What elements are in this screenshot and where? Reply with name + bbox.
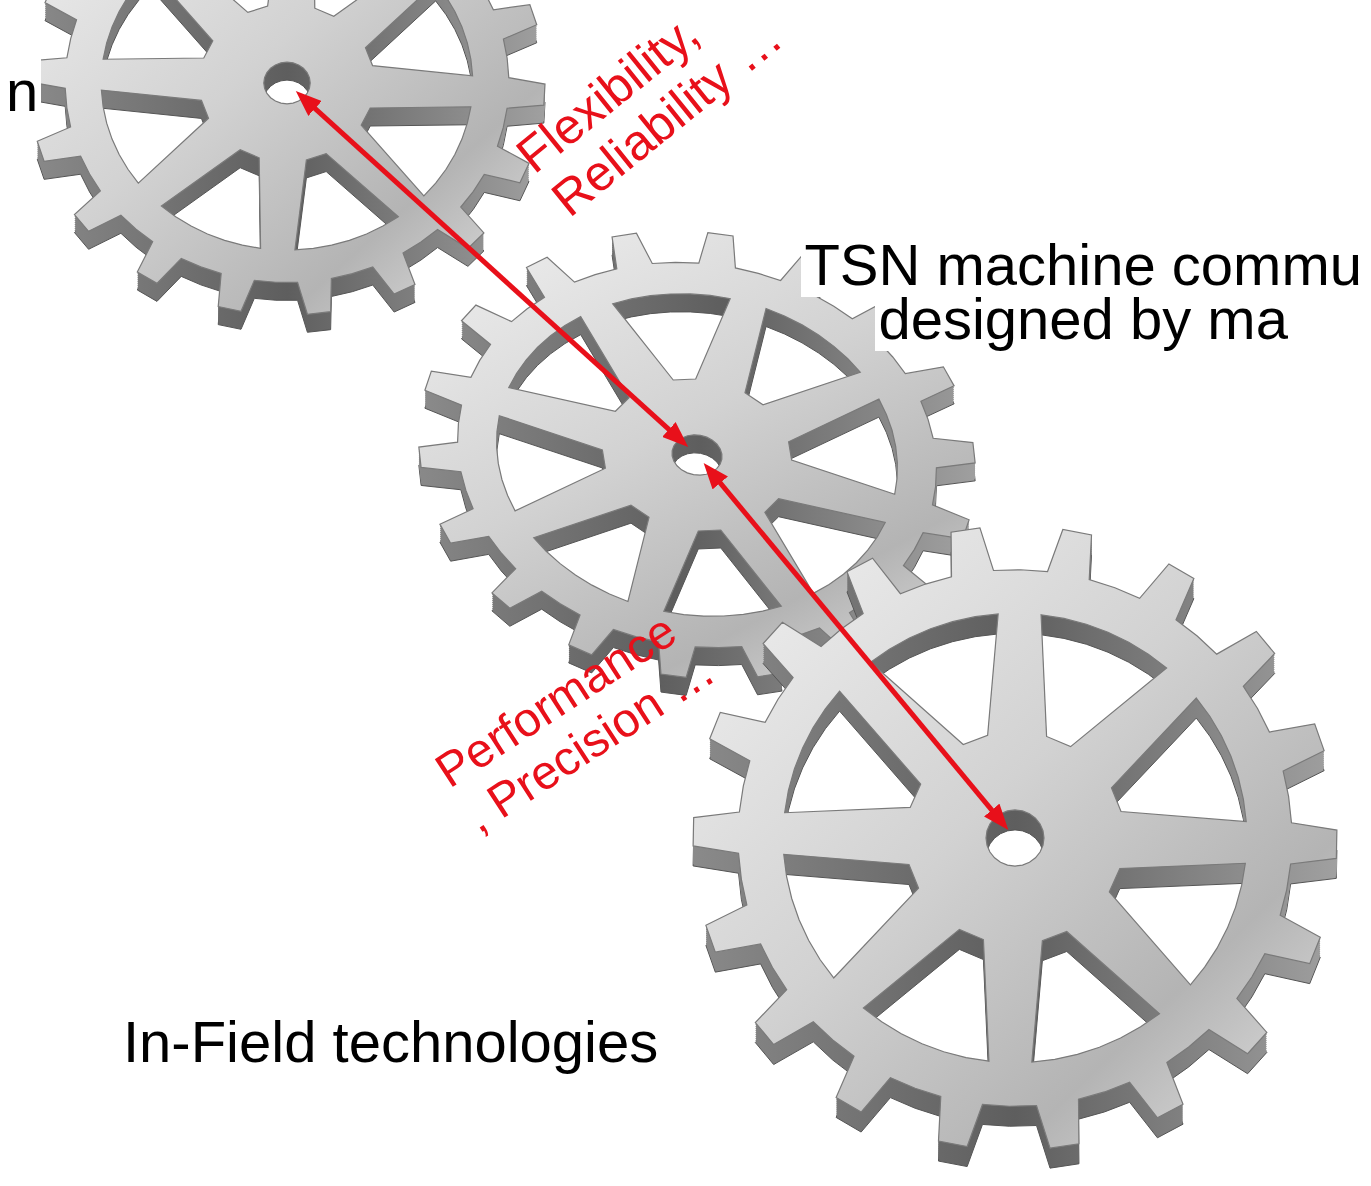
gear-caption-frame: TSN machine commu designed by ma — [798, 238, 1368, 346]
gear-set — [29, 0, 1337, 1168]
gear-caption: TSN machine commu designed by ma — [801, 232, 1365, 351]
double-arrow — [718, 480, 995, 813]
gear-caption-frame: In-Field technologies — [120, 1015, 661, 1069]
gear-wheel — [693, 528, 1337, 1168]
edge-label-frame: Performance , Precision … — [426, 592, 732, 843]
edge-label-frame: Flexibility, Reliability … — [506, 0, 810, 227]
gear-face — [29, 0, 545, 314]
edge-label: Flexibility, Reliability … — [506, 4, 792, 227]
edge-label: Performance , Precision … — [426, 603, 724, 842]
gear-hub-node: In-Field technologies — [1003, 830, 1027, 846]
gear-caption: n — [3, 58, 41, 123]
gear-caption-frame: n — [3, 64, 41, 118]
gear-wheel — [29, 0, 545, 332]
gear-face — [693, 528, 1337, 1148]
gear-hub-node: n — [275, 75, 299, 91]
gear-hub-node: TSN machine commu designed by ma — [685, 447, 709, 463]
gear-caption: In-Field technologies — [120, 1009, 661, 1074]
